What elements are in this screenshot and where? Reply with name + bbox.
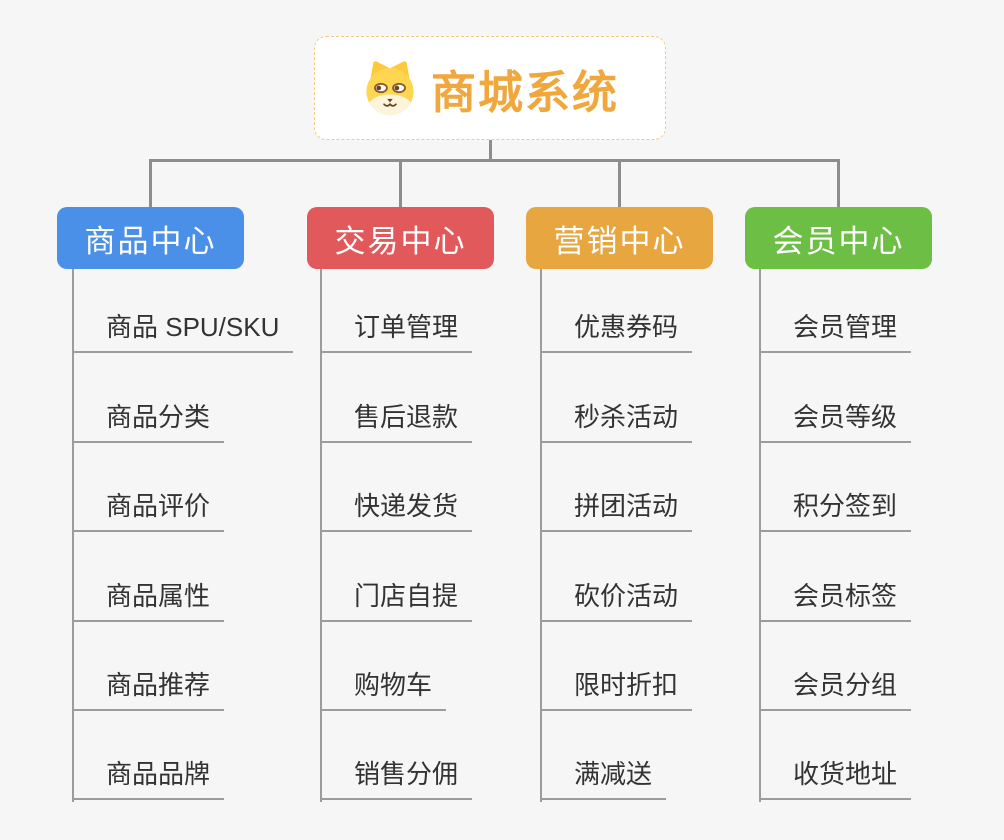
root-node[interactable]: 商城系统 (314, 36, 666, 140)
leaf-node[interactable]: 会员等级 (759, 399, 912, 443)
leaf-node[interactable]: 会员分组 (759, 667, 912, 711)
leaf-node[interactable]: 积分签到 (759, 488, 912, 532)
branch-trunk-trade (320, 269, 322, 802)
connector-drop-member (837, 159, 840, 207)
connector-drop-product (149, 159, 152, 207)
branch-header-product[interactable]: 商品中心 (57, 207, 244, 269)
leaf-node[interactable]: 销售分佣 (320, 756, 473, 800)
leaf-node[interactable]: 会员管理 (759, 309, 912, 353)
leaf-node[interactable]: 订单管理 (320, 309, 473, 353)
branch-header-marketing[interactable]: 营销中心 (526, 207, 713, 269)
branch-header-trade[interactable]: 交易中心 (307, 207, 494, 269)
branch-trunk-product (72, 269, 74, 802)
leaf-node[interactable]: 会员标签 (759, 578, 912, 622)
leaf-node[interactable]: 拼团活动 (540, 488, 693, 532)
leaf-node[interactable]: 商品品牌 (72, 756, 225, 800)
leaf-node[interactable]: 商品推荐 (72, 667, 225, 711)
connector-drop-marketing (618, 159, 621, 207)
leaf-node[interactable]: 秒杀活动 (540, 399, 693, 443)
leaf-node[interactable]: 商品评价 (72, 488, 225, 532)
leaf-node[interactable]: 限时折扣 (540, 667, 693, 711)
dog-icon (366, 61, 414, 116)
leaf-node[interactable]: 优惠券码 (540, 309, 693, 353)
leaf-node[interactable]: 售后退款 (320, 399, 473, 443)
leaf-node[interactable]: 门店自提 (320, 578, 473, 622)
leaf-node[interactable]: 砍价活动 (540, 578, 693, 622)
branch-trunk-marketing (540, 269, 542, 802)
connector-rail (149, 159, 840, 162)
root-title: 商城系统 (430, 66, 619, 118)
leaf-node[interactable]: 商品属性 (72, 578, 225, 622)
leaf-node[interactable]: 快递发货 (320, 488, 473, 532)
leaf-node[interactable]: 商品 SPU/SKU (72, 309, 294, 353)
connector-drop-trade (399, 159, 402, 207)
leaf-node[interactable]: 收货地址 (759, 756, 912, 800)
branch-trunk-member (759, 269, 761, 802)
leaf-node[interactable]: 购物车 (320, 667, 447, 711)
leaf-node[interactable]: 满减送 (540, 756, 667, 800)
branch-header-member[interactable]: 会员中心 (745, 207, 932, 269)
leaf-node[interactable]: 商品分类 (72, 399, 225, 443)
connector-root-stub (489, 140, 492, 162)
